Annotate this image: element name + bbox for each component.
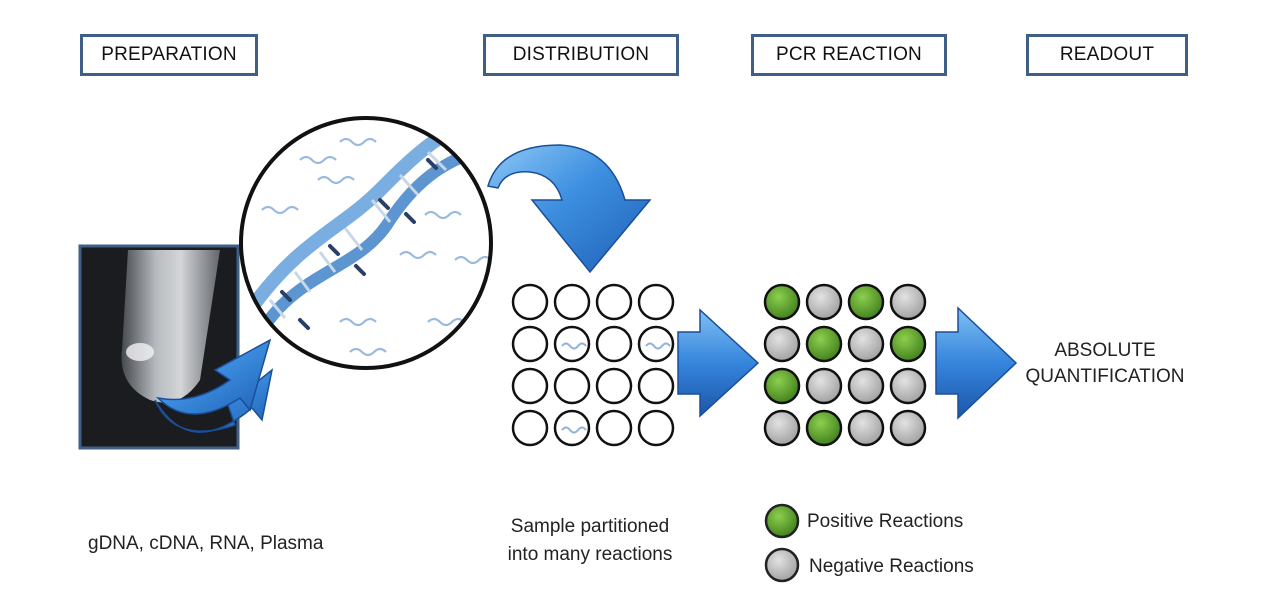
distribution-arrow-icon bbox=[487, 144, 652, 274]
readout-caption: ABSOLUTE QUANTIFICATION bbox=[1010, 338, 1200, 390]
distribution-caption-line1: Sample partitioned bbox=[510, 516, 670, 537]
negative-reaction-well bbox=[805, 283, 843, 321]
distribution-well bbox=[553, 367, 591, 405]
distribution-well bbox=[595, 325, 633, 363]
positive-reaction-well bbox=[847, 283, 885, 321]
distribution-partition-grid bbox=[511, 283, 675, 447]
readout-arrow-icon bbox=[935, 306, 1018, 420]
stage-readout: READOUT bbox=[1026, 34, 1188, 76]
distribution-well bbox=[595, 367, 633, 405]
negative-reaction-well bbox=[889, 283, 927, 321]
distribution-caption-line2: into many reactions bbox=[507, 544, 673, 565]
pcr-arrow-icon bbox=[677, 308, 760, 418]
readout-caption-line1: ABSOLUTE bbox=[1054, 340, 1156, 361]
legend-positive-label: Positive Reactions bbox=[807, 511, 964, 532]
distribution-well bbox=[595, 283, 633, 321]
positive-reaction-well bbox=[763, 367, 801, 405]
positive-reaction-well bbox=[763, 283, 801, 321]
positive-reaction-well bbox=[805, 325, 843, 363]
dna-fragment-icon bbox=[645, 342, 671, 350]
pcr-reaction-grid bbox=[763, 283, 927, 447]
dna-fragment-icon bbox=[561, 426, 587, 434]
distribution-well bbox=[553, 325, 591, 363]
negative-reaction-well bbox=[847, 367, 885, 405]
stage-preparation: PREPARATION bbox=[80, 34, 258, 76]
readout-caption-line2: QUANTIFICATION bbox=[1025, 366, 1185, 387]
distribution-well bbox=[637, 283, 675, 321]
distribution-well bbox=[637, 409, 675, 447]
stage-pcr-reaction: PCR REACTION bbox=[751, 34, 947, 76]
positive-reaction-well bbox=[805, 409, 843, 447]
distribution-caption: Sample partitioned into many reactions bbox=[490, 513, 690, 569]
distribution-well bbox=[637, 325, 675, 363]
negative-reaction-well bbox=[847, 325, 885, 363]
negative-reaction-well bbox=[889, 409, 927, 447]
negative-reaction-well bbox=[889, 367, 927, 405]
legend-negative-marker bbox=[764, 547, 800, 583]
distribution-well bbox=[511, 325, 549, 363]
distribution-well bbox=[511, 367, 549, 405]
distribution-well bbox=[637, 367, 675, 405]
positive-reaction-well bbox=[889, 325, 927, 363]
distribution-well bbox=[553, 409, 591, 447]
distribution-well bbox=[553, 283, 591, 321]
stage-distribution: DISTRIBUTION bbox=[483, 34, 679, 76]
dna-helix-icon bbox=[243, 118, 491, 357]
dna-magnifier bbox=[239, 116, 493, 370]
distribution-well bbox=[595, 409, 633, 447]
preparation-caption: gDNA, cDNA, RNA, Plasma bbox=[88, 533, 324, 554]
negative-reaction-well bbox=[763, 325, 801, 363]
negative-reaction-well bbox=[763, 409, 801, 447]
dna-fragment-icon bbox=[561, 342, 587, 350]
negative-reaction-well bbox=[847, 409, 885, 447]
sample-tube-image bbox=[78, 244, 240, 450]
legend-positive-marker bbox=[764, 503, 800, 539]
legend-negative-label: Negative Reactions bbox=[809, 556, 974, 577]
distribution-well bbox=[511, 409, 549, 447]
distribution-well bbox=[511, 283, 549, 321]
tube-arrow-icon bbox=[154, 338, 274, 433]
negative-reaction-well bbox=[805, 367, 843, 405]
